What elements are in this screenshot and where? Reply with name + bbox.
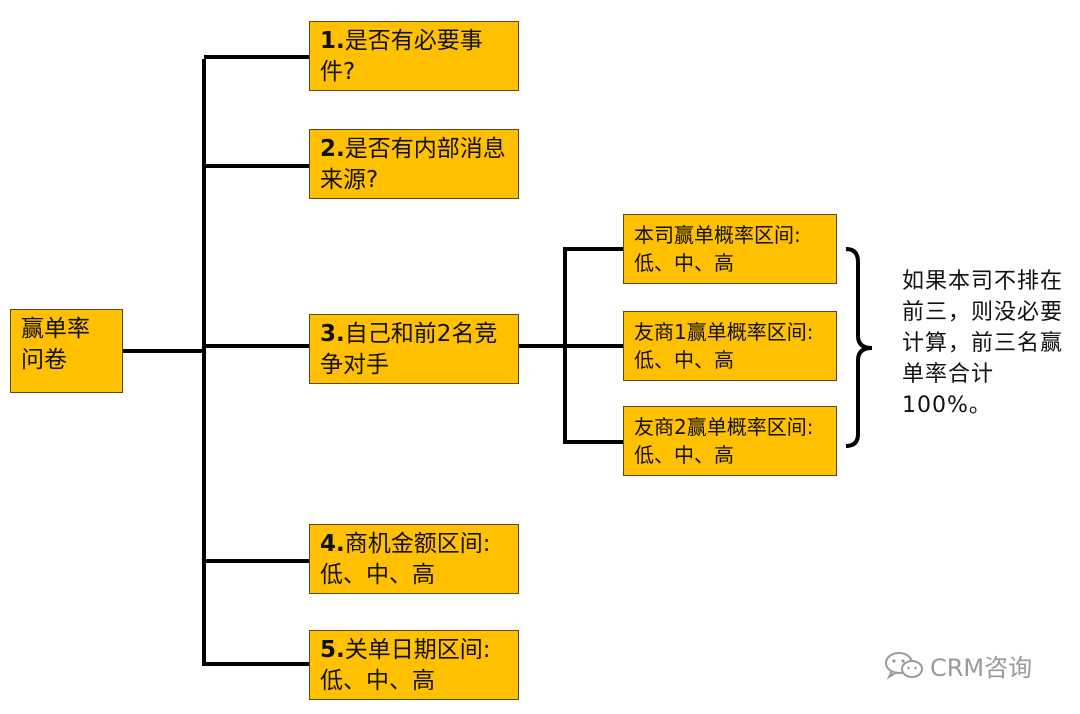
sub-box-1: 本司赢单概率区间:低、中、高 — [623, 214, 837, 284]
question-box-5: 5.关单日期区间:低、中、高 — [309, 630, 519, 700]
side-note: 如果本司不排在前三，则没必要计算，前三名赢单率合计100%。 — [902, 269, 1064, 418]
question-box-3: 3.自己和前2名竞争对手 — [309, 314, 519, 384]
question-box-1: 1.是否有必要事件? — [309, 21, 519, 91]
sub-item-text: 友商2赢单概率区间:低、中、高 — [634, 415, 814, 467]
root-label: 赢单率问卷 — [21, 316, 90, 373]
curly-brace — [845, 247, 873, 448]
watermark-label: CRM咨询 — [930, 654, 1033, 682]
sub-box-3: 友商2赢单概率区间:低、中、高 — [623, 406, 837, 476]
question-number: 4. — [320, 531, 345, 557]
question-text: 是否有内部消息来源? — [320, 136, 506, 193]
question-text: 是否有必要事件? — [320, 28, 483, 85]
question-number: 3. — [320, 321, 345, 347]
question-number: 2. — [320, 136, 345, 162]
question-box-2: 2.是否有内部消息来源? — [309, 129, 519, 199]
wechat-icon — [885, 651, 923, 680]
sub-box-2: 友商1赢单概率区间:低、中、高 — [623, 311, 837, 381]
question-text: 关单日期区间:低、中、高 — [320, 637, 491, 694]
watermark: CRM咨询 — [884, 648, 1032, 683]
question-number: 5. — [320, 637, 345, 663]
question-text: 自己和前2名竞争对手 — [320, 321, 498, 378]
question-number: 1. — [320, 28, 345, 54]
root-box: 赢单率问卷 — [10, 309, 123, 393]
question-text: 商机金额区间:低、中、高 — [320, 531, 491, 588]
sub-item-text: 友商1赢单概率区间:低、中、高 — [634, 320, 814, 372]
question-box-4: 4.商机金额区间:低、中、高 — [309, 524, 519, 594]
sub-item-text: 本司赢单概率区间:低、中、高 — [634, 223, 801, 275]
